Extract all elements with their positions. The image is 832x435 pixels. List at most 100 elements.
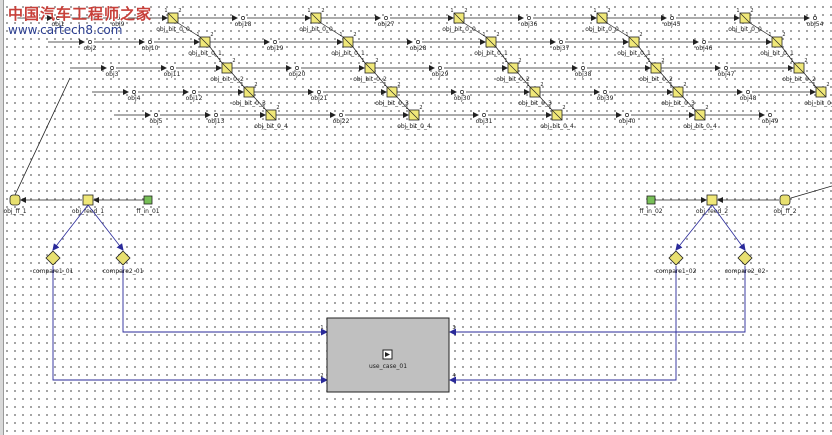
signal-node[interactable]: obj29 <box>432 66 449 78</box>
signal-node[interactable]: obj18 <box>235 16 252 28</box>
port-number: 1 <box>339 32 342 38</box>
signal-node[interactable]: obj2 <box>84 40 97 52</box>
port-number: 2 <box>607 8 610 14</box>
signal-label: obj48 <box>740 95 757 102</box>
cascade-wire <box>606 22 630 38</box>
signal-node[interactable]: obj28 <box>410 40 427 52</box>
signal-label: obj11 <box>164 71 181 78</box>
port-number: 1 <box>647 58 650 64</box>
signal-node[interactable]: obj37 <box>553 40 570 52</box>
block-label: obj_bit_0_3 <box>518 100 552 107</box>
feed-block[interactable] <box>82 194 94 206</box>
signal-node[interactable]: obj11 <box>164 66 181 78</box>
compare-b-block[interactable] <box>737 250 753 266</box>
cascade-wire <box>463 22 487 38</box>
cascade-wire <box>352 46 366 64</box>
compare-b-block[interactable] <box>115 250 131 266</box>
signal-node[interactable]: obj5 <box>150 113 163 125</box>
signal-node[interactable]: obj48 <box>740 90 757 102</box>
signal-node[interactable]: obj13 <box>208 113 225 125</box>
signal-node[interactable]: obj20 <box>289 66 306 78</box>
cascade-wire <box>638 46 652 64</box>
signal-node[interactable]: obj4 <box>128 90 141 102</box>
signal-dot <box>154 113 158 117</box>
block-label: obj_bit_0_0 <box>442 26 476 33</box>
signal-node[interactable]: obj31 <box>476 113 493 125</box>
compare-a-block[interactable] <box>45 250 61 266</box>
signal-node[interactable]: obj45 <box>664 16 681 28</box>
signal-node[interactable]: obj40 <box>619 113 636 125</box>
compare-a-block[interactable] <box>668 250 684 266</box>
bit-block-diagonal <box>529 86 541 98</box>
cascade-wire <box>660 72 674 88</box>
signal-node[interactable]: obj54 <box>807 16 824 28</box>
signal-dot <box>132 90 136 94</box>
signal-node[interactable]: obj38 <box>575 66 592 78</box>
signal-node[interactable]: obj1 <box>52 16 65 28</box>
signal-node[interactable]: obj30 <box>454 90 471 102</box>
bit-block-diagonal <box>310 12 322 24</box>
inport-block[interactable] <box>646 195 656 205</box>
signal-node[interactable]: obj46 <box>696 40 713 52</box>
signal-dot <box>625 113 629 117</box>
signal-dot <box>724 66 728 70</box>
signal-node[interactable]: obj27 <box>378 16 395 28</box>
signal-label: obj49 <box>762 118 779 125</box>
signal-node[interactable]: obj22 <box>333 113 350 125</box>
compare-wire <box>87 204 124 251</box>
inport-block[interactable] <box>143 195 153 205</box>
port-number: 2 <box>210 32 213 38</box>
signal-node[interactable]: obj3 <box>106 66 119 78</box>
signal-node[interactable]: obj36 <box>521 16 538 28</box>
signal-node[interactable]: obj10 <box>142 40 159 52</box>
port-number: 2 <box>496 32 499 38</box>
signal-node[interactable]: obj12 <box>186 90 203 102</box>
port-number: 1 <box>307 8 310 14</box>
goto-block[interactable] <box>779 194 791 206</box>
port-number: 2 <box>639 32 642 38</box>
signal-node[interactable]: obj39 <box>597 90 614 102</box>
feed-block[interactable] <box>706 194 718 206</box>
signal-node[interactable]: obj49 <box>762 113 779 125</box>
goto-block[interactable] <box>9 194 21 206</box>
block-label: obj_bit_0_2 <box>639 76 673 83</box>
signal-dot <box>110 66 114 70</box>
port-number: 1 <box>736 8 739 14</box>
signal-node[interactable]: obj19 <box>267 40 284 52</box>
signal-node[interactable]: obj21 <box>311 90 328 102</box>
block-label: obj_bit_0_3 <box>661 100 695 107</box>
signal-node[interactable]: obj9 <box>112 16 125 28</box>
signal-dot <box>339 113 343 117</box>
signal-dot <box>813 16 817 20</box>
signal-label: obj27 <box>378 21 395 28</box>
signal-node[interactable]: obj47 <box>718 66 735 78</box>
cascade-wire <box>231 72 245 88</box>
